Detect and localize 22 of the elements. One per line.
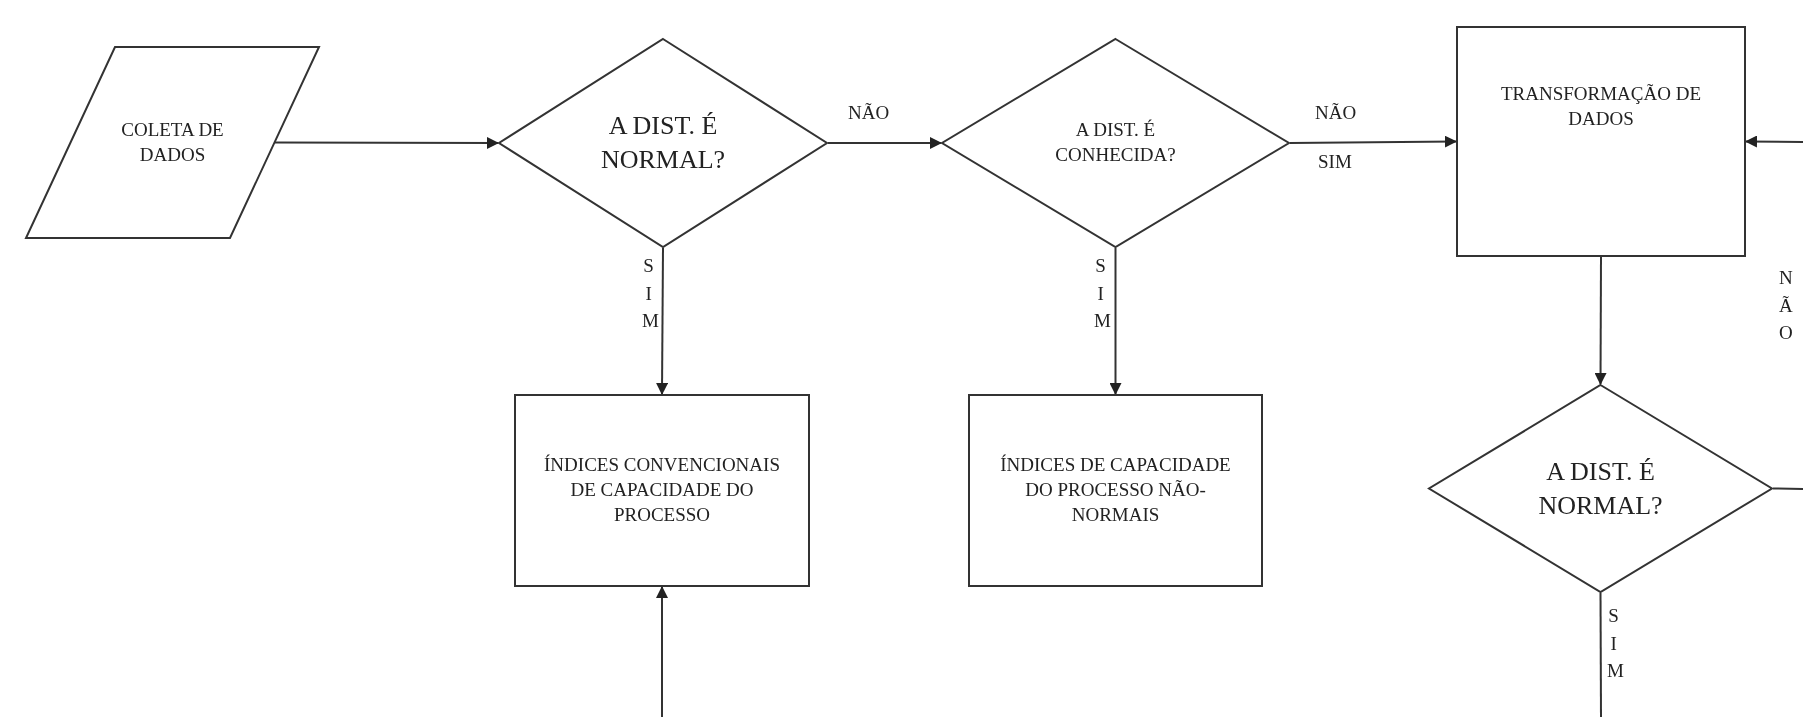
process-box — [514, 394, 810, 587]
arrow — [274, 137, 499, 149]
process-box — [968, 394, 1263, 587]
node-label: A DIST. É CONHECIDA? — [1054, 118, 1177, 167]
node-label: A DIST. É NORMAL? — [1537, 455, 1664, 522]
node-label: TRANSFORMAÇÃO DE DADOS — [1499, 81, 1703, 131]
arrow — [1289, 135, 1457, 148]
arrow — [1109, 247, 1122, 395]
node-label: ÍNDICES CONVENCIONAIS DE CAPACIDADE DO PROCESSO — [543, 453, 781, 527]
process-box — [1456, 26, 1746, 257]
decision-diamond — [941, 38, 1290, 248]
decision-diamond — [498, 38, 828, 248]
arrow — [656, 247, 669, 395]
arrow — [1745, 135, 1803, 148]
arrow — [656, 586, 668, 717]
data-input-parallelogram — [25, 46, 320, 239]
node-label: ÍNDICES DE CAPACIDADE DO PROCESSO NÃO-NORMAIS — [999, 453, 1232, 527]
arrow — [827, 137, 942, 149]
node-label: COLETA DE DADOS — [120, 117, 225, 167]
arrow — [1594, 256, 1607, 385]
node-label: A DIST. É NORMAL? — [599, 110, 727, 176]
decision-diamond — [1428, 384, 1773, 593]
